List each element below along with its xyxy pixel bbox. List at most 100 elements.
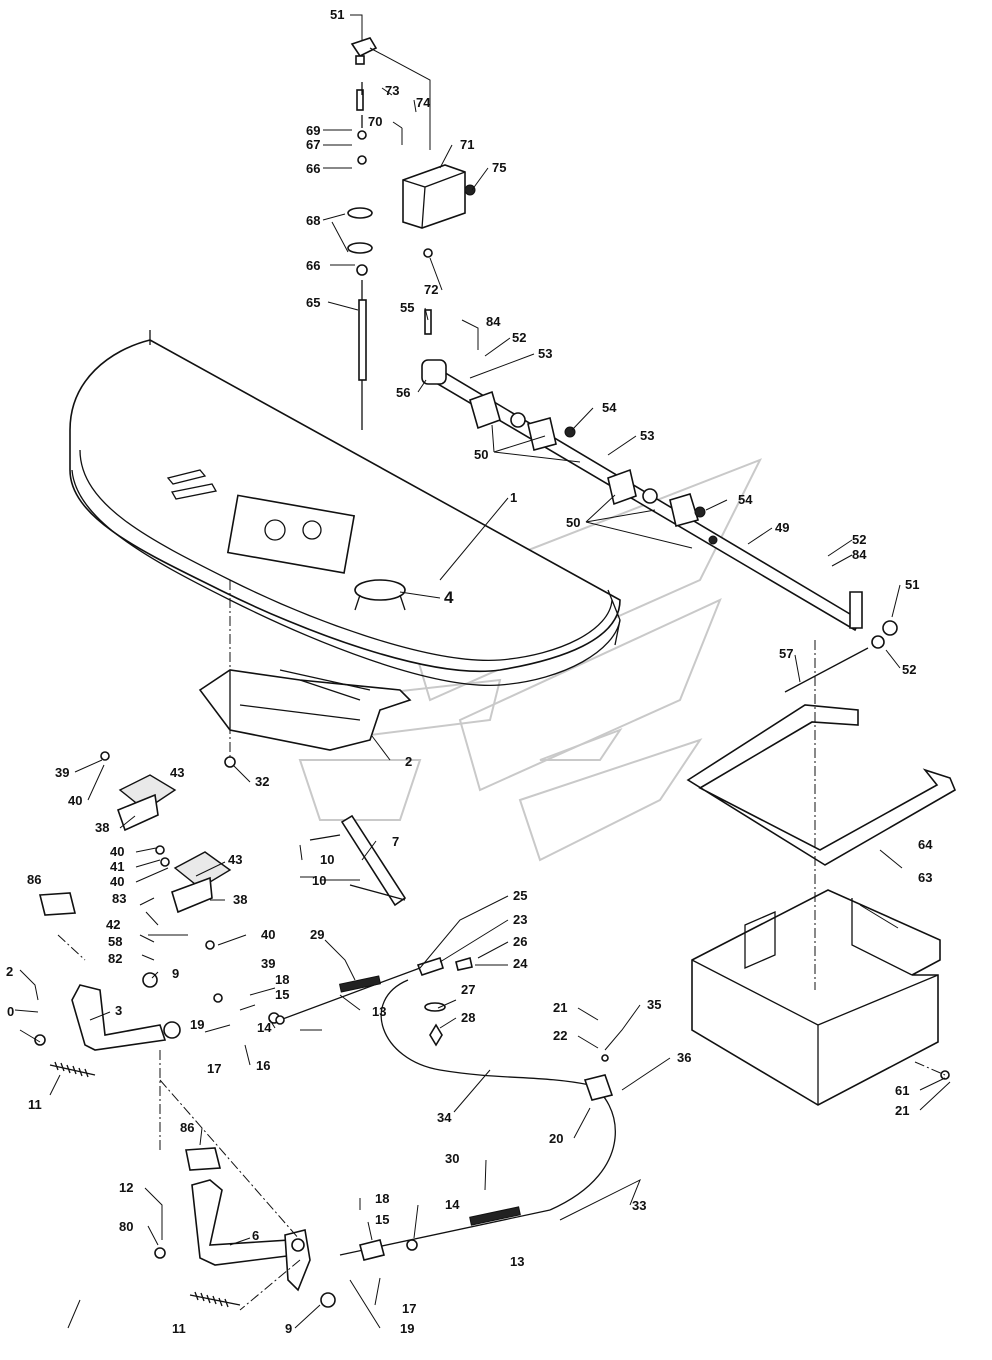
- callout-3: 3: [115, 1003, 122, 1018]
- callout-11: 11: [28, 1097, 42, 1112]
- callout-11b: 11: [172, 1321, 186, 1336]
- callout-54b: 54: [738, 492, 753, 507]
- springs: [49, 1061, 241, 1308]
- callout-66b: 66: [306, 258, 320, 273]
- callout-27: 27: [461, 982, 475, 997]
- callout-19: 19: [190, 1017, 204, 1032]
- callout-1: 1: [510, 490, 517, 505]
- callout-40b: 40: [110, 844, 124, 859]
- callout-70: 70: [368, 114, 382, 129]
- tray: [691, 889, 941, 1106]
- callout-58: 58: [108, 934, 122, 949]
- callout-24: 24: [513, 956, 528, 971]
- callout-14: 14: [257, 1020, 272, 1035]
- callout-86: 86: [27, 872, 41, 887]
- callout-39b: 39: [261, 956, 275, 971]
- callout-14b: 14: [445, 1197, 460, 1212]
- callout-84b: 84: [852, 547, 867, 562]
- callout-52c: 52: [902, 662, 916, 677]
- callout-83: 83: [112, 891, 126, 906]
- leader-lines: [14, 14, 951, 1329]
- callout-56: 56: [396, 385, 410, 400]
- cable-lower: [339, 1074, 614, 1261]
- callout-40: 40: [68, 793, 82, 808]
- callout-40d: 40: [261, 927, 275, 942]
- watermark-logo: [298, 458, 763, 862]
- callout-38: 38: [95, 820, 109, 835]
- callout-42: 42: [106, 917, 120, 932]
- callout-52: 52: [512, 330, 526, 345]
- callout-16: 16: [256, 1058, 270, 1073]
- callout-33: 33: [632, 1198, 646, 1213]
- callout-2b: 2: [6, 964, 13, 979]
- callout-18: 18: [275, 972, 289, 987]
- upper-linkage: [347, 37, 476, 430]
- frame-bar: [686, 704, 957, 866]
- lever-arms: [71, 972, 336, 1308]
- callout-86b: 86: [180, 1120, 194, 1135]
- callout-13b: 13: [510, 1254, 524, 1269]
- callout-30: 30: [445, 1151, 459, 1166]
- callout-6: 6: [252, 1228, 259, 1243]
- callout-21b: 21: [895, 1103, 909, 1118]
- callout-35: 35: [647, 997, 661, 1012]
- callout-0: 0: [7, 1004, 14, 1019]
- callout-71: 71: [460, 137, 474, 152]
- callout-23: 23: [513, 912, 527, 927]
- callout-9b: 9: [285, 1321, 292, 1336]
- callout-53b: 53: [640, 428, 654, 443]
- callout-53: 53: [538, 346, 552, 361]
- callout-69: 69: [306, 123, 320, 138]
- callout-18b: 18: [375, 1191, 389, 1206]
- shaft-assembly: [421, 359, 898, 649]
- callout-65: 65: [306, 295, 320, 310]
- pedal-upper: [116, 774, 232, 914]
- callout-75: 75: [492, 160, 506, 175]
- callout-49: 49: [775, 520, 789, 535]
- callout-21: 21: [553, 1000, 567, 1015]
- callout-7: 7: [392, 834, 399, 849]
- callout-15: 15: [275, 987, 289, 1002]
- callout-51b: 51: [905, 577, 919, 592]
- fasteners: [34, 751, 950, 1259]
- callout-40c: 40: [110, 874, 124, 889]
- callout-labels: 51 73 74 70 69 67 71 66 75 68 66 72 65 5…: [6, 7, 933, 1336]
- callout-28: 28: [461, 1010, 475, 1025]
- callout-80: 80: [119, 1219, 133, 1234]
- callout-39: 39: [55, 765, 69, 780]
- rod: [784, 647, 869, 693]
- cable-upper: [268, 956, 616, 1211]
- callout-43b: 43: [228, 852, 242, 867]
- callout-17: 17: [207, 1061, 221, 1076]
- callout-10: 10: [320, 852, 334, 867]
- callout-57: 57: [779, 646, 793, 661]
- callout-84: 84: [486, 314, 501, 329]
- mount-bracket: [198, 669, 412, 751]
- callout-34: 34: [437, 1110, 452, 1125]
- callout-26: 26: [513, 934, 527, 949]
- callout-51: 51: [330, 7, 344, 22]
- callout-20: 20: [549, 1131, 563, 1146]
- callout-32: 32: [255, 774, 269, 789]
- callout-74: 74: [416, 95, 431, 110]
- bar-tube: [309, 814, 407, 907]
- callout-55: 55: [400, 300, 414, 315]
- callout-25: 25: [513, 888, 527, 903]
- callout-67: 67: [306, 137, 320, 152]
- callout-54: 54: [602, 400, 617, 415]
- callout-29: 29: [310, 927, 324, 942]
- callout-9: 9: [172, 966, 179, 981]
- callout-66: 66: [306, 161, 320, 176]
- callout-22: 22: [553, 1028, 567, 1043]
- callout-52b: 52: [852, 532, 866, 547]
- callout-43: 43: [170, 765, 184, 780]
- callout-73: 73: [385, 83, 399, 98]
- callout-4: 4: [444, 588, 454, 607]
- callout-61: 61: [895, 1083, 909, 1098]
- callout-41: 41: [110, 859, 124, 874]
- callout-63: 63: [918, 870, 932, 885]
- callout-12: 12: [119, 1180, 133, 1195]
- callout-50: 50: [474, 447, 488, 462]
- callout-72: 72: [424, 282, 438, 297]
